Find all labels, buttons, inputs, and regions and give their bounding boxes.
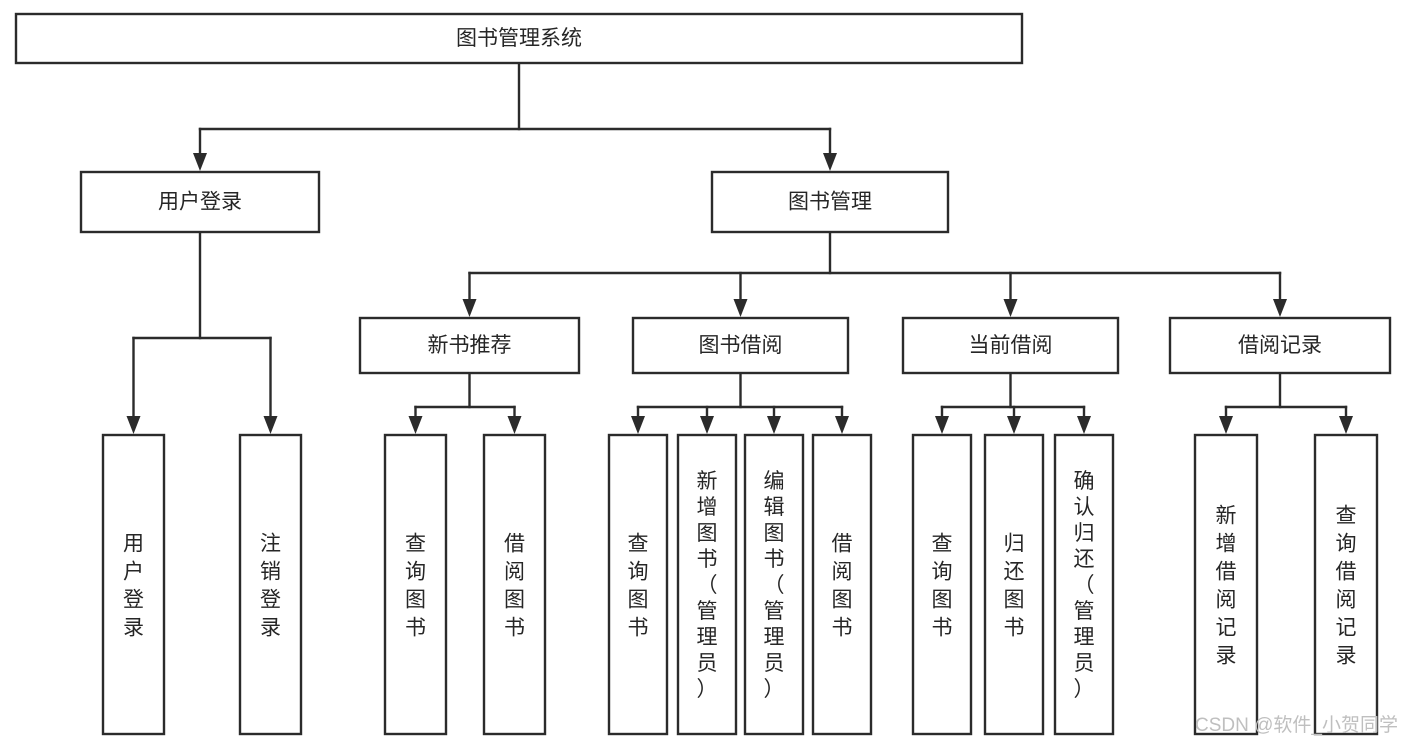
node-leaf-current-confirm-return[interactable]: 确认归还（管理员）: [1053, 433, 1115, 736]
node-box-user-login: [79, 170, 321, 234]
node-leaf-borrow-add-book[interactable]: 新增图书（管理员）: [676, 433, 738, 736]
connector-arrow: [1219, 416, 1233, 434]
connector-arrow: [126, 416, 141, 434]
connector-arrow: [1077, 416, 1091, 434]
connector-arrow: [835, 416, 849, 434]
node-leaf-current-return-book[interactable]: 归还图书: [983, 433, 1045, 736]
node-box-leaf-current-query-book: [911, 433, 973, 736]
node-leaf-borrow-borrow-book[interactable]: 借阅图书: [811, 433, 873, 736]
connector-arrow: [193, 153, 207, 171]
connector-arrow: [507, 416, 522, 434]
connector-arrow: [823, 153, 837, 171]
node-layer: 图书管理系统用户登录图书管理新书推荐图书借阅当前借阅借阅记录用户登录注销登录查询…: [14, 12, 1392, 736]
connector-arrow: [935, 416, 949, 434]
node-leaf-borrow-edit-book[interactable]: 编辑图书（管理员）: [743, 433, 805, 736]
watermark-label: CSDN @软件_小贺同学: [1195, 714, 1398, 736]
node-label-leaf-current-query-book: 查询图书: [932, 532, 953, 639]
node-label-user-login: 用户登录: [158, 191, 242, 214]
node-box-leaf-borrow-edit-book: [743, 433, 805, 736]
node-borrow-record[interactable]: 借阅记录: [1168, 316, 1392, 375]
node-label-leaf-user-logout: 注销登录: [260, 532, 281, 639]
node-leaf-user-login[interactable]: 用户登录: [101, 433, 166, 736]
connector-arrow: [408, 416, 423, 434]
node-book-borrow[interactable]: 图书借阅: [631, 316, 850, 375]
node-label-leaf-record-add: 新增借阅记录: [1216, 504, 1237, 667]
node-label-leaf-current-confirm-return: 确认归还（管理员）: [1074, 470, 1095, 701]
node-label-leaf-borrow-query-book: 查询图书: [628, 532, 649, 639]
node-box-leaf-current-confirm-return: [1053, 433, 1115, 736]
node-label-borrow-record: 借阅记录: [1238, 334, 1322, 357]
connector-arrow: [700, 416, 714, 434]
connector-arrow: [1339, 416, 1353, 434]
node-box-leaf-user-login: [101, 433, 166, 736]
node-box-current-borrow: [901, 316, 1120, 375]
node-box-leaf-current-return-book: [983, 433, 1045, 736]
node-leaf-record-query[interactable]: 查询借阅记录: [1313, 433, 1379, 736]
connector-arrow: [1273, 299, 1287, 317]
node-label-new-book-rec: 新书推荐: [428, 334, 512, 357]
connector-arrow: [1007, 416, 1021, 434]
connector-arrow: [462, 299, 477, 317]
node-book-manage[interactable]: 图书管理: [710, 170, 950, 234]
node-leaf-user-logout[interactable]: 注销登录: [238, 433, 303, 736]
node-new-book-rec[interactable]: 新书推荐: [358, 316, 581, 375]
node-leaf-record-add[interactable]: 新增借阅记录: [1193, 433, 1259, 736]
node-box-leaf-record-query: [1313, 433, 1379, 736]
node-box-leaf-record-add: [1193, 433, 1259, 736]
node-label-leaf-current-return-book: 归还图书: [1004, 532, 1025, 639]
node-leaf-current-query-book[interactable]: 查询图书: [911, 433, 973, 736]
node-current-borrow[interactable]: 当前借阅: [901, 316, 1120, 375]
node-label-leaf-borrow-edit-book: 编辑图书（管理员）: [764, 470, 785, 701]
node-box-leaf-borrow-add-book: [676, 433, 738, 736]
node-label-book-manage: 图书管理: [788, 191, 872, 214]
node-label-leaf-borrow-borrow-book: 借阅图书: [832, 532, 853, 639]
node-label-current-borrow: 当前借阅: [969, 334, 1053, 357]
node-user-login[interactable]: 用户登录: [79, 170, 321, 234]
node-label-leaf-rec-borrow-book: 借阅图书: [504, 532, 525, 639]
node-label-root: 图书管理系统: [456, 27, 582, 50]
node-box-leaf-rec-borrow-book: [482, 433, 547, 736]
node-box-leaf-borrow-borrow-book: [811, 433, 873, 736]
node-leaf-rec-query-book[interactable]: 查询图书: [383, 433, 448, 736]
node-box-leaf-user-logout: [238, 433, 303, 736]
node-box-leaf-rec-query-book: [383, 433, 448, 736]
node-label-leaf-rec-query-book: 查询图书: [405, 532, 426, 639]
node-label-leaf-user-login: 用户登录: [123, 532, 144, 639]
node-leaf-rec-borrow-book[interactable]: 借阅图书: [482, 433, 547, 736]
node-label-leaf-record-query: 查询借阅记录: [1336, 504, 1357, 667]
node-label-leaf-borrow-add-book: 新增图书（管理员）: [697, 470, 718, 701]
node-box-new-book-rec: [358, 316, 581, 375]
node-box-book-borrow: [631, 316, 850, 375]
connector-arrow: [767, 416, 781, 434]
connector-layer: [126, 61, 1353, 434]
node-box-leaf-borrow-query-book: [607, 433, 669, 736]
node-root[interactable]: 图书管理系统: [14, 12, 1024, 65]
node-box-root: [14, 12, 1024, 65]
node-box-borrow-record: [1168, 316, 1392, 375]
connector-arrow: [263, 416, 278, 434]
connector-arrow: [733, 299, 748, 317]
connector-arrow: [1003, 299, 1018, 317]
node-box-book-manage: [710, 170, 950, 234]
connector-arrow: [631, 416, 645, 434]
node-leaf-borrow-query-book[interactable]: 查询图书: [607, 433, 669, 736]
node-label-book-borrow: 图书借阅: [699, 334, 783, 357]
